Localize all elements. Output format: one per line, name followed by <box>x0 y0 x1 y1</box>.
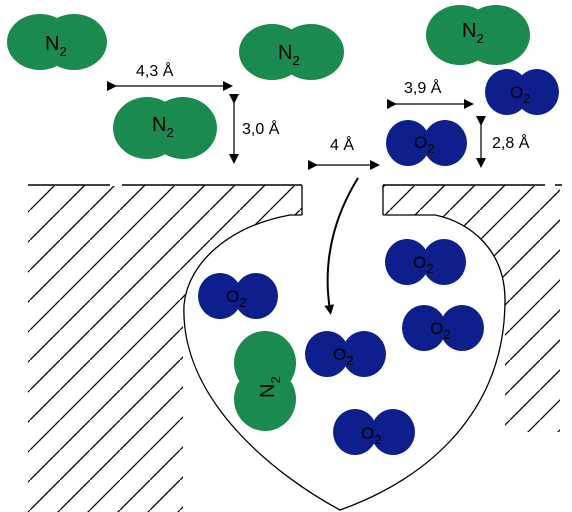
svg-text:N2: N2 <box>45 33 67 59</box>
svg-text:O2: O2 <box>414 133 434 156</box>
n2-width-label: 3,0 Å <box>242 119 280 138</box>
n2-molecule: N2 <box>426 5 530 65</box>
hatched-solid-left <box>28 185 302 512</box>
o2-width-label: 2,8 Å <box>492 133 530 152</box>
o2-molecule: O2 <box>386 120 467 166</box>
o2-molecule: O2 <box>485 69 559 115</box>
svg-text:O2: O2 <box>226 287 246 310</box>
entry-arrow <box>324 177 359 315</box>
o2-molecule: O2 <box>385 239 466 285</box>
adsorbent-material <box>28 184 562 512</box>
svg-text:O2: O2 <box>510 83 530 106</box>
svg-text:O2: O2 <box>430 319 450 342</box>
svg-text:O2: O2 <box>361 424 381 447</box>
svg-text:N2: N2 <box>257 376 283 398</box>
n2-molecule: N2 <box>239 24 344 80</box>
svg-text:O2: O2 <box>333 345 353 368</box>
o2-molecule: O2 <box>333 409 415 455</box>
svg-text:O2: O2 <box>413 253 433 276</box>
o2-molecule: O2 <box>198 273 278 319</box>
n2-molecule: N2 <box>234 331 296 431</box>
dimension-annotations: 4,3 Å 3,0 Å 3,9 Å 2,8 Å 4 Å <box>107 61 530 315</box>
svg-text:N2: N2 <box>278 42 300 68</box>
o2-molecule: O2 <box>402 305 484 351</box>
n2-molecule: N2 <box>113 97 217 159</box>
molecules: N2 N2 N2 N2 N2 O2 <box>7 5 559 455</box>
n2-length-label: 4,3 Å <box>136 61 174 80</box>
svg-text:N2: N2 <box>462 20 484 46</box>
hatched-solid-right <box>383 185 560 432</box>
o2-molecule: O2 <box>305 331 386 377</box>
n2-molecule: N2 <box>7 14 107 70</box>
svg-text:N2: N2 <box>152 114 174 140</box>
pore-opening-label: 4 Å <box>330 135 354 154</box>
o2-length-label: 3,9 Å <box>404 78 442 97</box>
